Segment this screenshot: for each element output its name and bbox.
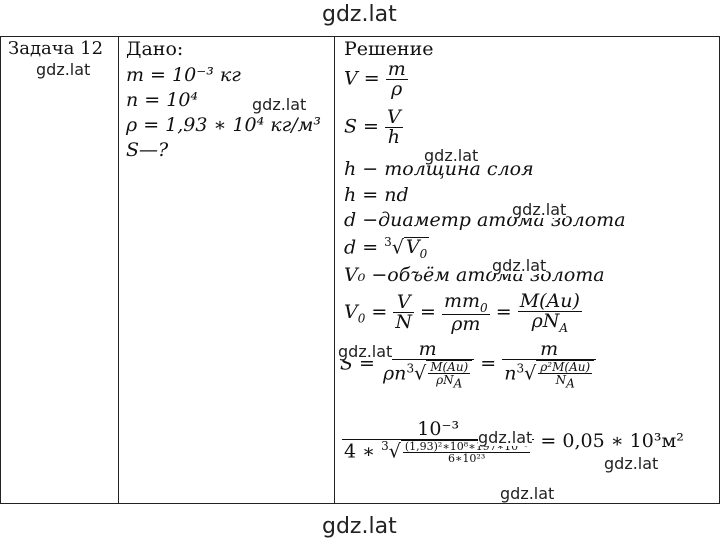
watermark-4: gdz.lat — [512, 200, 567, 219]
solution-table — [0, 36, 720, 504]
thickness-definition: h − толщина слоя — [344, 158, 534, 180]
watermark-bottom: gdz.lat — [322, 514, 397, 539]
volume-definition: V₀ −объём атома золота — [344, 264, 605, 286]
watermark-1: gdz.lat — [36, 60, 91, 79]
diameter-definition: d −диаметр атома золота — [344, 209, 626, 231]
thickness-formula: h = nd — [344, 184, 409, 206]
watermark-6: gdz.lat — [338, 342, 393, 361]
task-title: Задача 12 — [8, 38, 104, 59]
solution-header: Решение — [344, 38, 434, 60]
task-cell — [0, 36, 119, 504]
watermark-top: gdz.lat — [322, 2, 397, 27]
given-unknown: S—? — [126, 139, 169, 161]
watermark-9: gdz.lat — [500, 484, 555, 503]
given-header: Дано: — [126, 38, 184, 60]
given-n: n = 10⁴ — [126, 89, 199, 111]
given-cell — [118, 36, 335, 504]
watermark-8: gdz.lat — [604, 454, 659, 473]
final-numerator: 10⁻³ — [342, 420, 535, 440]
watermark-7: gdz.lat — [478, 428, 533, 447]
formula-diameter: d = 3√V0 — [344, 235, 430, 261]
watermark-5: gdz.lat — [492, 256, 547, 275]
final-result: = 0,05 ∗ 10³м² — [540, 430, 684, 453]
watermark-3: gdz.lat — [424, 146, 479, 165]
given-density: ρ = 1,93 ∗ 10⁴ кг/м³ — [126, 114, 322, 136]
watermark-2: gdz.lat — [252, 95, 307, 114]
given-mass: m = 10⁻³ кг — [126, 64, 241, 86]
